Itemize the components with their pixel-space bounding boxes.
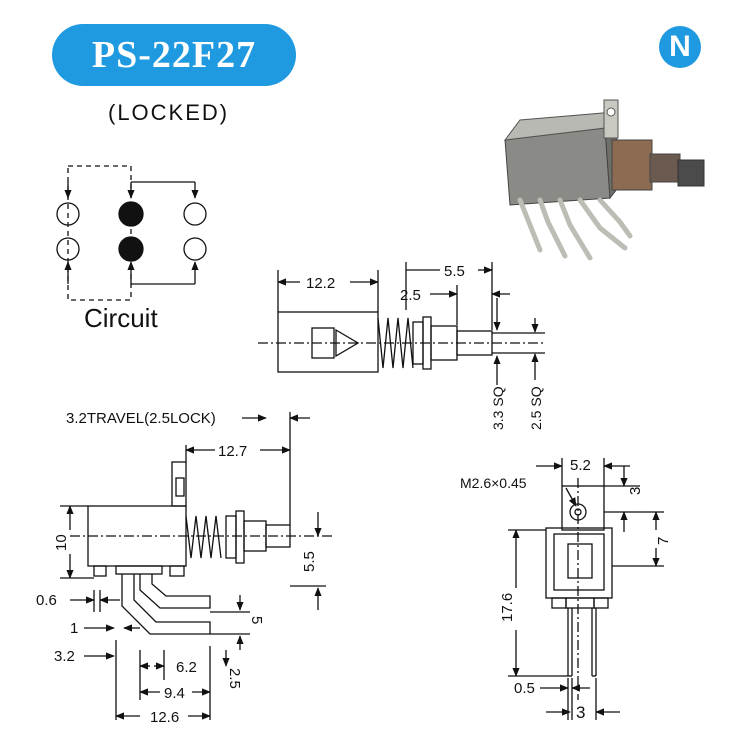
dim-front-0-5: 0.5	[514, 680, 535, 697]
dim-front-17-6: 17.6	[499, 593, 516, 622]
model-title-badge: PS-22F27	[52, 24, 296, 86]
dim-side-10: 10	[53, 534, 70, 551]
dim-side-12-6: 12.6	[150, 709, 179, 726]
model-title: PS-22F27	[91, 34, 257, 76]
product-photo	[503, 99, 705, 261]
dim-top-2-5: 2.5	[400, 287, 421, 304]
dim-travel-label: 3.2TRAVEL(2.5LOCK)	[66, 410, 216, 427]
dim-side-6-2: 6.2	[176, 659, 197, 676]
dim-top-2-5-sq: 2.5 SQ	[528, 386, 544, 430]
dim-top-12-2: 12.2	[306, 275, 335, 292]
dim-side-2-5: 2.5	[226, 668, 243, 689]
dim-front-7: 7	[655, 537, 672, 545]
side-view	[60, 412, 335, 720]
dim-top-5-5: 5.5	[444, 263, 465, 280]
dim-front-5-2: 5.2	[570, 457, 591, 474]
dim-side-5-5: 5.5	[301, 551, 318, 572]
dim-front-3-bottom: 3	[576, 703, 585, 722]
front-view	[508, 458, 664, 720]
dim-side-0-6: 0.6	[36, 592, 57, 609]
dim-top-3-3-sq: 3.3 SQ	[490, 386, 506, 430]
dim-front-3-top: 3	[627, 487, 644, 495]
dim-side-9-4: 9.4	[164, 685, 185, 702]
circuit-diagram	[56, 165, 207, 301]
circuit-label: Circuit	[84, 303, 158, 333]
dim-side-5: 5	[248, 616, 265, 624]
dim-side-12-7: 12.7	[218, 443, 247, 460]
locked-subtitle: (LOCKED)	[108, 100, 230, 125]
brand-logo-letter: N	[669, 30, 691, 63]
top-view	[258, 262, 545, 385]
screw-label: M2.6×0.45	[460, 475, 527, 491]
dim-side-1: 1	[70, 620, 78, 637]
brand-logo-icon: N	[659, 26, 701, 68]
dim-side-3-2: 3.2	[54, 648, 75, 665]
